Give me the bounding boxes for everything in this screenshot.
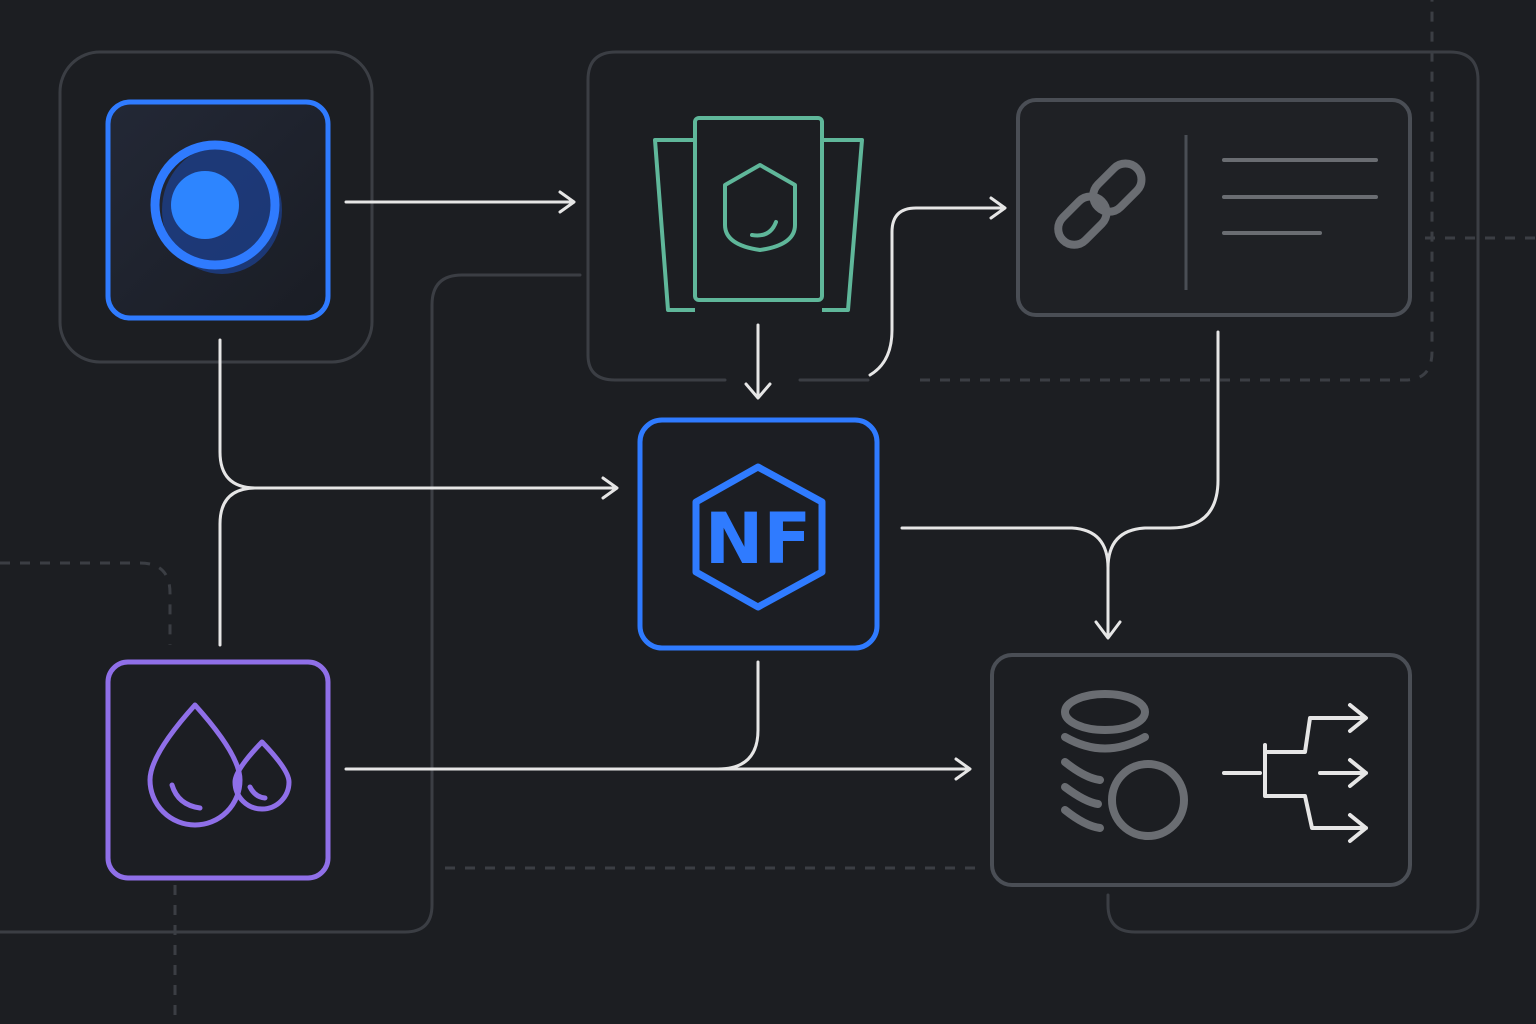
coin-node[interactable] (105, 99, 331, 321)
link-node[interactable] (1016, 98, 1412, 317)
left-group-frame (0, 273, 582, 934)
cards-node[interactable] (653, 116, 864, 312)
arrow-cards-to-nft (744, 323, 772, 400)
coin-icon (150, 140, 282, 274)
droplets-icon (147, 702, 292, 828)
storage-node[interactable] (990, 653, 1412, 887)
card-stack-icon (653, 116, 864, 312)
arrow-coin-liquidity-to-nft (218, 338, 619, 647)
database-coin-icon (1061, 690, 1188, 840)
liquidity-node[interactable] (105, 659, 331, 881)
nft-node[interactable]: NF (637, 417, 880, 651)
branch-arrows-icon (1222, 703, 1368, 843)
main-group-frame-bottom (586, 353, 870, 382)
main-group-frame (586, 50, 1480, 934)
arrow-liquidity-nft-to-storage (344, 660, 972, 781)
hexagon-icon (692, 463, 826, 611)
connectors (218, 190, 1220, 781)
text-lines-icon (1222, 158, 1378, 235)
nft-label: NF (705, 498, 811, 580)
dashed-boundary-left (0, 561, 172, 645)
coin-group-frame (58, 50, 374, 364)
arrow-coin-to-cards (344, 190, 576, 214)
link-icon (1054, 159, 1146, 249)
dashed-boundary-right (920, 0, 1434, 382)
arrow-nft-link-to-storage (900, 330, 1220, 640)
arrow-cards-to-link (868, 196, 1007, 377)
